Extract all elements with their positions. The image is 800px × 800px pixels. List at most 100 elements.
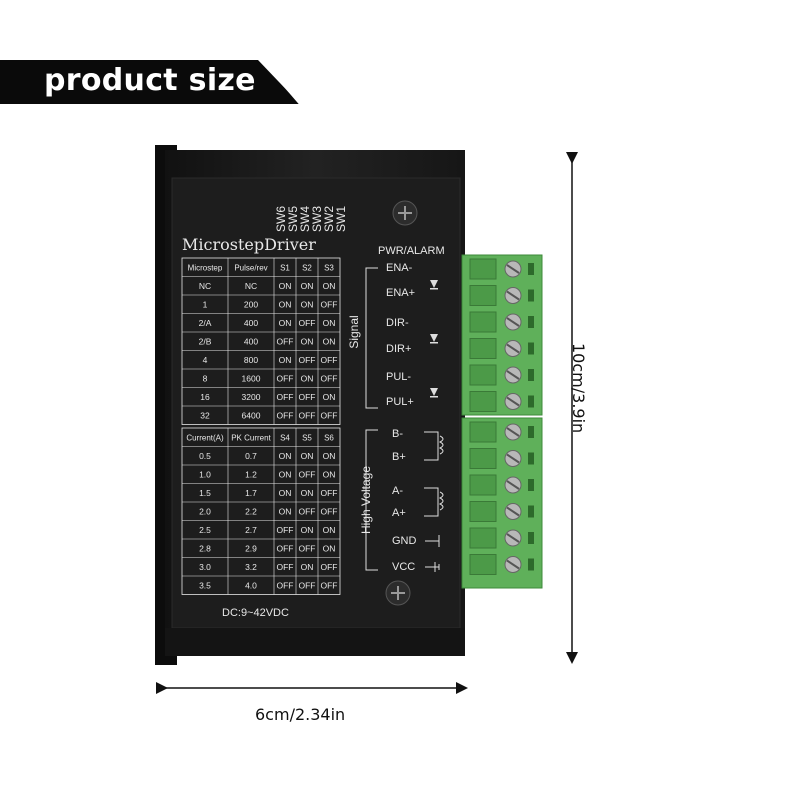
table-cell: 16	[200, 392, 210, 402]
table-cell: OFF	[277, 562, 294, 572]
led-icon	[430, 334, 438, 344]
table-cell: ON	[279, 507, 292, 517]
table-cell: ON	[301, 374, 314, 384]
coil-icon	[424, 487, 444, 517]
table-cell: ON	[323, 392, 336, 402]
table-cell: 3.0	[199, 562, 211, 572]
switch-label: SW4	[298, 206, 312, 232]
table-cell: OFF	[321, 411, 338, 421]
vcc-icon	[425, 562, 440, 572]
terminal-label: ENA-	[386, 262, 413, 274]
table-cell: 1600	[242, 374, 261, 384]
table-cell: OFF	[321, 300, 338, 310]
table-header-cell: S1	[280, 264, 290, 273]
table-cell: ON	[323, 337, 336, 347]
table-cell: 1.7	[245, 488, 257, 498]
terminal-label: DIR+	[386, 343, 411, 355]
table-cell: ON	[323, 525, 336, 535]
signal-group-label: Signal	[347, 315, 361, 348]
table-cell: OFF	[277, 337, 294, 347]
table-cell: 400	[244, 337, 258, 347]
table-cell: 2.0	[199, 507, 211, 517]
terminal-block	[461, 254, 543, 589]
table-cell: OFF	[277, 411, 294, 421]
table-cell: ON	[279, 488, 292, 498]
table-cell: OFF	[321, 581, 338, 591]
table-cell: ON	[323, 281, 336, 291]
table-header-cell: S3	[324, 264, 334, 273]
table-cell: 2.5	[199, 525, 211, 535]
table-header-cell: Current(A)	[186, 434, 224, 443]
table-cell: 2.2	[245, 507, 257, 517]
terminal-label: B-	[392, 428, 403, 440]
banner-title: product size	[44, 63, 256, 98]
table-header-cell: S4	[280, 434, 290, 443]
driver-housing	[155, 145, 465, 665]
screw-icon	[392, 200, 418, 226]
led-icon	[430, 280, 438, 290]
table-header-cell: S5	[302, 434, 312, 443]
table-cell: OFF	[277, 374, 294, 384]
signal-bracket	[365, 267, 378, 409]
table-cell: ON	[279, 281, 292, 291]
table-cell: OFF	[299, 318, 316, 328]
terminal-label: PUL+	[386, 396, 414, 408]
table-cell: 1.0	[199, 470, 211, 480]
table-cell: 2/A	[199, 318, 212, 328]
table-cell: 32	[200, 411, 210, 421]
table-cell: OFF	[299, 411, 316, 421]
table-cell: NC	[245, 281, 257, 291]
table-header-cell: PK Current	[231, 434, 271, 443]
terminal-label: A-	[392, 485, 403, 497]
coil-icon	[424, 431, 444, 461]
table-cell: OFF	[299, 470, 316, 480]
table-cell: 2.8	[199, 544, 211, 554]
table-cell: 8	[203, 374, 208, 384]
table-cell: OFF	[277, 392, 294, 402]
table-cell: OFF	[277, 544, 294, 554]
terminal-label: GND	[392, 535, 417, 547]
table-cell: ON	[301, 300, 314, 310]
led-icon	[430, 388, 438, 398]
high-voltage-group-label: High Voltage	[359, 466, 373, 534]
table-cell: OFF	[299, 355, 316, 365]
table-cell: ON	[301, 337, 314, 347]
table-cell: ON	[301, 281, 314, 291]
table-cell: 800	[244, 355, 258, 365]
table-cell: 3.2	[245, 562, 257, 572]
table-cell: 1.5	[199, 488, 211, 498]
table-cell: ON	[301, 488, 314, 498]
terminal-label: PUL-	[386, 371, 411, 383]
terminal-label: ENA+	[386, 287, 415, 299]
table-cell: OFF	[321, 355, 338, 365]
width-dimension-label: 6cm/2.34in	[255, 705, 346, 724]
switch-label: SW2	[322, 206, 336, 232]
switch-label: SW6	[274, 206, 288, 232]
table-cell: ON	[279, 318, 292, 328]
terminal-label: DIR-	[386, 317, 409, 329]
banner-background	[0, 60, 300, 104]
voltage-rating: DC:9~42VDC	[222, 607, 289, 619]
table-cell: ON	[323, 318, 336, 328]
table-cell: OFF	[321, 488, 338, 498]
table-cell: 2.7	[245, 525, 257, 535]
table-cell: ON	[301, 451, 314, 461]
table-cell: 400	[244, 318, 258, 328]
table-cell: OFF	[299, 581, 316, 591]
table-header-cell: S6	[324, 434, 334, 443]
table-cell: 1.2	[245, 470, 257, 480]
terminal-label: B+	[392, 451, 406, 463]
brand-label: MicrostepDriver	[182, 235, 316, 254]
pwr-alarm-label: PWR/ALARM	[378, 245, 445, 257]
table-cell: ON	[323, 544, 336, 554]
table-cell: ON	[279, 470, 292, 480]
table-cell: OFF	[277, 581, 294, 591]
table-cell: OFF	[299, 507, 316, 517]
table-cell: NC	[199, 281, 211, 291]
table-cell: ON	[323, 451, 336, 461]
